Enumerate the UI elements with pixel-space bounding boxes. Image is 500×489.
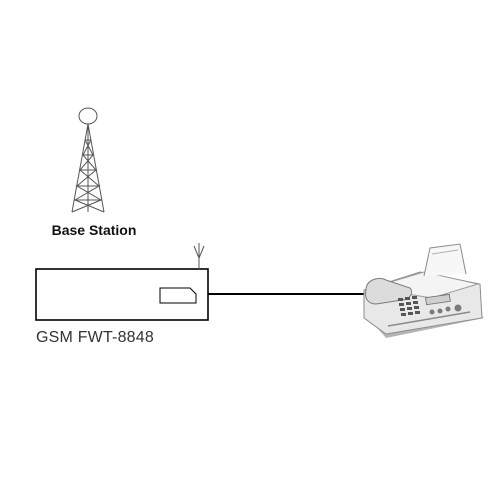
device-label: GSM FWT-8848	[36, 329, 154, 346]
base-station-label: Base Station	[51, 222, 137, 238]
fax-machine-icon	[363, 243, 484, 338]
antenna-icon	[193, 243, 205, 269]
gsm-fwt-device	[35, 243, 209, 321]
sim-card-icon	[159, 287, 197, 304]
radio-tower-icon	[71, 107, 105, 213]
